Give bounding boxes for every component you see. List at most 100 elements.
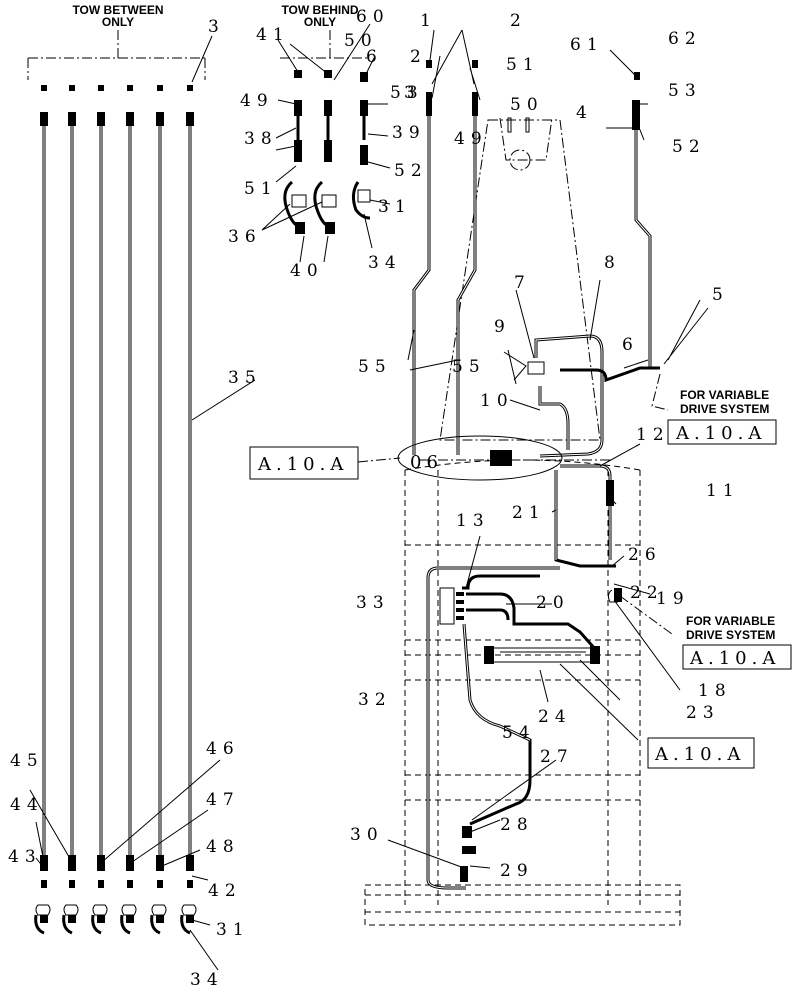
callout-28: 28 [500, 815, 534, 835]
ref-right-mid-text: A.10.A [689, 648, 780, 669]
variable-drive-1-line1: FOR VARIABLE [680, 388, 769, 402]
callout-18: 18 [698, 681, 732, 701]
callout-45: 45 [10, 751, 44, 771]
short-hose-a [283, 70, 307, 234]
callout-4: 4 [576, 103, 593, 123]
ref-left-text: A.10.A [257, 454, 348, 475]
callout-29: 29 [500, 861, 534, 881]
variable-drive-2-line2: DRIVE SYSTEM [686, 628, 775, 642]
callout-35: 35 [228, 368, 262, 388]
callout-51: 51 [244, 179, 278, 199]
short-hose-c [351, 72, 371, 220]
callout-53: 53 [668, 81, 702, 101]
callout-60: 60 [356, 7, 390, 27]
callout-54: 54 [502, 723, 536, 743]
callout-10: 10 [480, 391, 514, 411]
callout-47: 47 [206, 790, 240, 810]
callout-36: 36 [228, 227, 262, 247]
callout-40: 40 [290, 261, 324, 281]
long-hose-5 [156, 85, 164, 888]
callout-44: 44 [10, 795, 44, 815]
callout-32: 32 [358, 690, 392, 710]
callout-43: 43 [8, 847, 42, 867]
center-leader-lines [387, 29, 709, 869]
ref-right-top-text: A.10.A [675, 423, 766, 444]
tow-between-group: TOW BETWEEN ONLY [27, 3, 256, 971]
callout-52: 52 [672, 137, 706, 157]
callout-46: 46 [206, 739, 240, 759]
tow-between-bracket [27, 30, 206, 80]
callout-22: 22 [630, 583, 664, 603]
valve-9 [527, 361, 545, 375]
callout-19: 19 [656, 589, 690, 609]
callout-55: 55 [452, 357, 486, 377]
callout-49: 49 [454, 129, 488, 149]
long-hose-1 [40, 85, 48, 888]
callout-55: 55 [358, 357, 392, 377]
coupler-6 [180, 904, 197, 935]
callout-12: 12 [636, 425, 670, 445]
coupler-2 [62, 904, 79, 935]
callout-39: 39 [392, 123, 426, 143]
callout-38: 38 [244, 129, 278, 149]
coupler-3 [91, 904, 108, 935]
callout-13: 13 [456, 511, 490, 531]
callout-23: 23 [686, 703, 720, 723]
callout-9: 9 [494, 317, 511, 337]
callout-1: 1 [420, 11, 437, 31]
callout-3: 3 [404, 83, 421, 103]
callout-7: 7 [514, 273, 531, 293]
callout-31: 31 [378, 197, 412, 217]
callout-50: 50 [344, 31, 378, 51]
callout-33: 33 [356, 593, 390, 613]
tow-behind-group: TOW BEHIND ONLY [261, 3, 391, 263]
tow-behind-bracket [280, 30, 368, 59]
tow-behind-header-line2: ONLY [304, 15, 336, 29]
block-33 [439, 587, 455, 625]
tow-between-header-line1: TOW BETWEEN [72, 3, 163, 17]
long-hose-6 [186, 85, 194, 888]
callout-62: 62 [668, 29, 702, 49]
ref-box-right-mid [682, 644, 792, 670]
callout-49: 49 [240, 91, 274, 111]
frame-rails [404, 470, 641, 905]
ref-box-right-top [667, 419, 777, 445]
callout-24: 24 [538, 707, 572, 727]
callout-50: 50 [510, 95, 544, 115]
callout-31: 31 [216, 920, 250, 940]
ref-ellipse-text: 06 [410, 452, 443, 473]
cylinder-24 [487, 647, 599, 663]
callout-53: 53 [390, 83, 424, 103]
callout-8: 8 [604, 253, 621, 273]
long-hose-2 [68, 85, 76, 888]
callout-42: 42 [208, 881, 242, 901]
callout-27: 27 [540, 747, 574, 767]
long-hose-3 [97, 85, 105, 888]
ref-box-left [249, 446, 359, 480]
coupler-5 [150, 904, 167, 935]
callout-41: 41 [256, 25, 290, 45]
callout-5: 5 [712, 285, 729, 305]
long-hose-4 [126, 85, 134, 888]
center-hoses [397, 60, 660, 890]
callout-2: 2 [410, 47, 427, 67]
ref-bottom-text: A.10.A [654, 744, 745, 765]
callout-34: 34 [190, 970, 224, 990]
ref-box-bottom [647, 737, 755, 769]
callout-20: 20 [536, 593, 570, 613]
callout-26: 26 [628, 545, 662, 565]
variable-drive-1-line2: DRIVE SYSTEM [680, 402, 769, 416]
callout-labels: 3354544434647484231344160506493851364053… [8, 7, 734, 990]
callout-6: 6 [366, 47, 383, 67]
coupler-4 [120, 904, 137, 935]
machine-outline [364, 117, 681, 926]
tow-between-header-line2: ONLY [102, 15, 134, 29]
coupler-1 [34, 904, 51, 935]
variable-drive-2-line1: FOR VARIABLE [686, 614, 775, 628]
tow-behind-leaders [261, 23, 391, 263]
short-hose-b [313, 70, 337, 234]
reference-boxes: A.10.A A.10.A A.10.A A.10.A 06 FOR VARIA… [249, 373, 792, 769]
callout-30: 30 [350, 825, 384, 845]
